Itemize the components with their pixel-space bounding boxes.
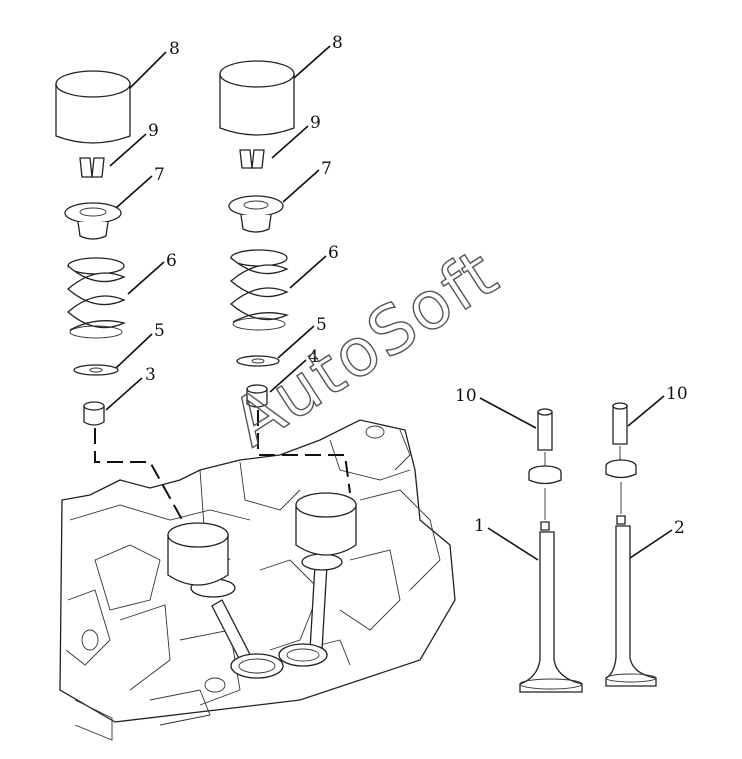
spring-seat-right: [236, 355, 280, 367]
installed-valve-left: [167, 522, 284, 679]
guide-line-right: [257, 410, 351, 494]
valve-spring-left: [67, 257, 126, 339]
label-3: 3: [145, 365, 156, 385]
valve-spring-right: [230, 249, 289, 331]
valve-1: [519, 521, 583, 693]
label-8-left: 8: [169, 39, 180, 59]
tappet-right: [219, 60, 295, 136]
label-6-left: 6: [166, 251, 177, 271]
valve-keepers-left: [79, 157, 105, 178]
label-5-right: 5: [316, 315, 327, 335]
valve-keepers-right: [239, 149, 265, 169]
spring-retainer-right: [228, 195, 284, 233]
leader-lines: [105, 45, 673, 561]
label-4: 4: [308, 347, 319, 367]
label-10-left: 10: [455, 386, 477, 406]
label-8-right: 8: [332, 33, 343, 53]
label-7-right: 7: [321, 159, 332, 179]
label-1: 1: [474, 516, 485, 536]
valve-stem-seal-left: [83, 401, 105, 426]
label-10-right: 10: [666, 384, 688, 404]
label-7-left: 7: [154, 165, 165, 185]
label-5-left: 5: [154, 321, 165, 341]
label-9-right: 9: [310, 113, 321, 133]
spring-retainer-left: [64, 202, 122, 240]
guide-line-left: [94, 428, 186, 526]
label-6-right: 6: [328, 243, 339, 263]
valve-2: [605, 515, 657, 687]
valve-guide-b: [612, 402, 628, 445]
guide-seal-a: [528, 465, 562, 485]
valve-stem-seal-right: [246, 384, 268, 408]
tappet-left: [55, 70, 131, 144]
valve-guide-a: [537, 408, 553, 451]
guide-seal-b: [605, 459, 637, 479]
installed-valve-right: [278, 492, 357, 667]
label-2: 2: [674, 518, 685, 538]
cylinder-head: [59, 419, 456, 741]
connector-b: [619, 446, 622, 514]
spring-seat-left: [73, 364, 119, 376]
label-9-left: 9: [148, 121, 159, 141]
